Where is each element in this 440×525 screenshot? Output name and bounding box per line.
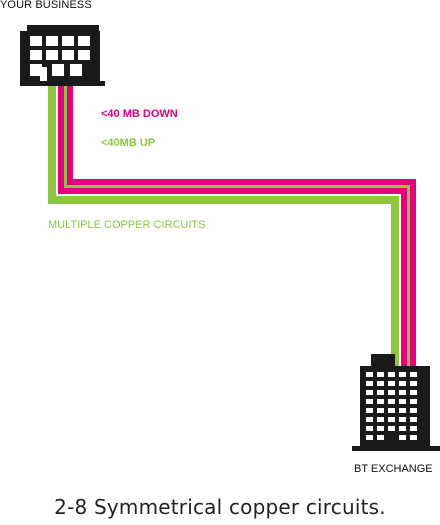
cable-green-inner [64, 84, 411, 366]
cable-magenta-1 [58, 84, 407, 366]
exchange-label: BT EXCHANGE [354, 463, 433, 475]
download-speed-label: <40 MB DOWN [101, 108, 178, 120]
cable-magenta-inner [67, 84, 416, 366]
cable-green-outer [48, 84, 399, 366]
diagram-caption: 2-8 Symmetrical copper circuits. [54, 495, 386, 519]
exchange-building-icon [352, 354, 440, 451]
copper-circuits-label: MULTIPLE COPPER CIRCUITS [48, 219, 206, 231]
cable-white-gap-1 [56, 84, 401, 366]
copper-cable-bundle [48, 84, 416, 366]
office-building-icon [20, 25, 105, 86]
business-label: YOUR BUSINESS [0, 0, 92, 11]
upload-speed-label: <40MB UP [101, 137, 156, 149]
